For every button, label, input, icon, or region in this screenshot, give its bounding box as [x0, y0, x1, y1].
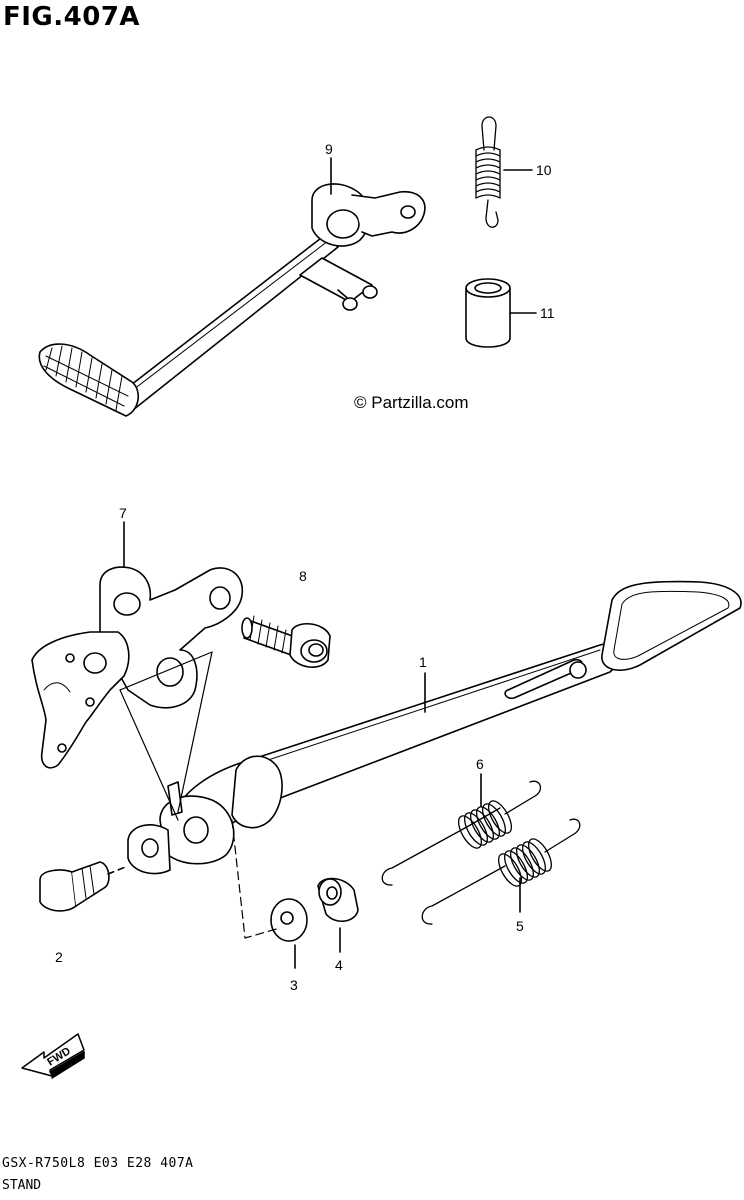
bracket-part-7 — [31, 521, 244, 769]
watermark: © Partzilla.com — [354, 393, 469, 412]
callout-6: 6 — [476, 756, 484, 772]
section-name: STAND — [2, 1178, 42, 1193]
washer-part-3 — [270, 898, 308, 969]
callout-4: 4 — [335, 957, 343, 973]
callout-5: 5 — [516, 918, 524, 934]
nut-part-4 — [317, 877, 359, 953]
spring-part-5 — [421, 818, 581, 925]
shift-pedal-part-9 — [38, 157, 426, 417]
callout-9: 9 — [325, 141, 333, 157]
side-stand-part-1 — [127, 580, 742, 875]
callout-8: 8 — [299, 568, 307, 584]
pivot-bolt-part-2 — [39, 861, 129, 912]
collar-part-11 — [465, 278, 537, 348]
callout-7: 7 — [119, 505, 127, 521]
spring-part-6 — [381, 773, 542, 886]
assembly-guide-lines — [119, 651, 281, 939]
callout-11: 11 — [540, 305, 555, 321]
spring-part-10 — [475, 116, 533, 228]
callout-1: 1 — [419, 654, 427, 670]
diagram-code: GSX-R750L8 E03 E28 407A — [2, 1156, 194, 1171]
callout-10: 10 — [536, 162, 552, 178]
callout-2: 2 — [55, 949, 63, 965]
callout-3: 3 — [290, 977, 298, 993]
bolt-part-8 — [241, 615, 331, 668]
fwd-arrow-icon — [21, 1033, 85, 1079]
figure-title: FIG.407A — [3, 2, 141, 32]
